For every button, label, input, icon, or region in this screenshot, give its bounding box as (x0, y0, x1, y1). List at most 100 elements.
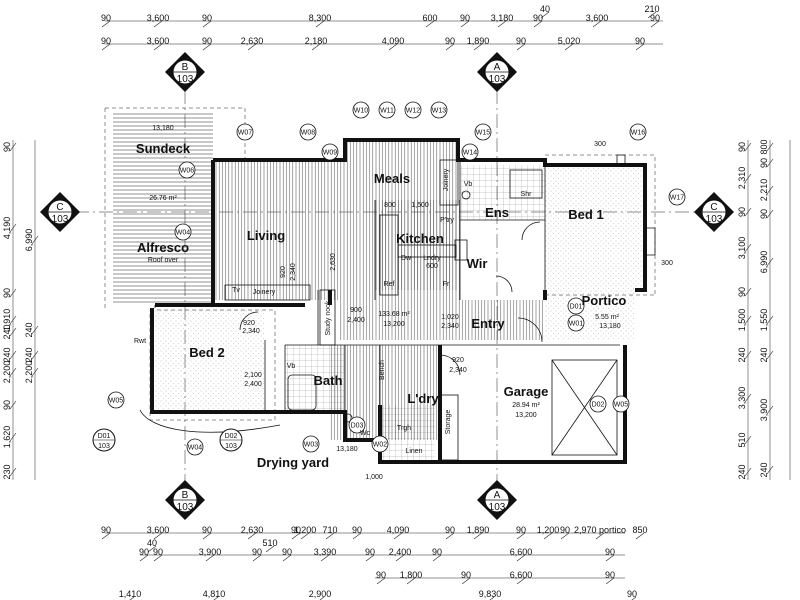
dim-top1-label: 90 (460, 13, 470, 23)
dimension-tick (31, 235, 39, 245)
dim-right1-label: 90 (737, 142, 747, 152)
dimension-tick (744, 243, 752, 253)
dim-left2-label: 240 (24, 322, 34, 337)
dim-bot1-label: 90 (101, 525, 111, 535)
dimension-tick (460, 20, 470, 28)
fixture-vb-ens: Vb (464, 181, 473, 188)
room-garage: Garage (504, 384, 549, 399)
room-drying-yard: Drying yard (257, 455, 329, 470)
dim-bot2-label: 90 (365, 547, 375, 557)
dim-right1-label: 3,300 (737, 387, 747, 410)
dimension-tick (9, 467, 17, 477)
dimension-tick (139, 554, 149, 562)
inner-dimension-label: 1,020 (441, 314, 459, 321)
sundeck-level: 13,180 (152, 125, 174, 132)
dimension-tick (291, 532, 301, 540)
dim-bot1-label: 90 (516, 525, 526, 535)
portico-floor (545, 290, 635, 340)
dim-bot2-label: 90 (432, 547, 442, 557)
dim-right1-label: 1,500 (737, 309, 747, 332)
marker-d02 (219, 428, 243, 452)
room-bed2: Bed 2 (189, 345, 224, 360)
dimension-tick (766, 142, 774, 152)
room-bed1: Bed 1 (568, 207, 603, 222)
fixture-study-nook: Study nook (325, 300, 332, 336)
fixture-trough: Trgh (397, 425, 411, 432)
room-kitchen: Kitchen (396, 231, 444, 246)
dimension-tick (744, 173, 752, 183)
room-ens: Ens (485, 205, 509, 220)
dimension-tick (320, 554, 330, 562)
marker-d01 (92, 428, 116, 452)
dim-top2-label: 90 (516, 36, 526, 46)
dimension-tick (9, 432, 17, 442)
dim-top2-label: 1,890 (467, 36, 490, 46)
window-tag-circle (107, 391, 125, 409)
dim-top2-label: 2,180 (305, 36, 328, 46)
fixture-rwt: Rwt (134, 338, 146, 345)
marker-d01-letter: D01 (98, 433, 111, 440)
dimension-tick (205, 554, 215, 562)
dim-bot1-label: 90 (202, 525, 212, 535)
window-tag-circle (321, 143, 339, 161)
dimension-tick (744, 393, 752, 403)
sundeck-area (113, 111, 213, 305)
dim-right2-label: 90 (759, 158, 769, 168)
dimension-tick (252, 554, 262, 562)
dim-right1-label: 240 (737, 347, 747, 362)
dimension-tick (489, 596, 495, 600)
window-tag-label: W13 (432, 108, 447, 115)
dimension-tick (365, 554, 375, 562)
dim-right2-label: 90 (759, 209, 769, 219)
marker-b-bottom-sheet: 103 (177, 502, 194, 513)
inner-dimension-label: 2,400 (244, 381, 262, 388)
dim-top2-label: 3,600 (147, 36, 170, 46)
window-tag-circle (474, 123, 492, 141)
dimension-tick (31, 367, 39, 377)
dimension-tick (744, 350, 752, 360)
dim-bot2-label: 90 (282, 547, 292, 557)
room-meals: Meals (374, 171, 410, 186)
inner-dimension-label: 2,630 (330, 253, 337, 271)
window-tag-label: W08 (301, 130, 316, 137)
dimension-tick (153, 43, 163, 51)
dim-right1-label: 510 (737, 432, 747, 447)
fixture-wc: Wc (360, 430, 371, 437)
window-tag-circle (186, 438, 204, 456)
dimension-tick (650, 20, 660, 28)
dim-right1-label: 3,100 (737, 237, 747, 260)
drying-yard-level: 13,180 (336, 446, 358, 453)
window-tag-circle (567, 297, 585, 315)
dimension-tick (744, 467, 752, 477)
dimension-tick (31, 350, 39, 360)
marker-a-top (477, 52, 517, 92)
dimension-tick (425, 20, 435, 28)
dim-right1-label: 90 (737, 207, 747, 217)
dimension-tick (445, 532, 455, 540)
bed2-carpet (155, 310, 265, 410)
dim-bot2-label: 90 (153, 547, 163, 557)
dimension-tick (265, 545, 275, 553)
window-tag-label: W02 (373, 442, 388, 449)
dimension-tick (9, 223, 17, 233)
garage-level: 13,200 (515, 412, 537, 419)
dimension-tick (473, 532, 483, 540)
dimension-right (747, 140, 791, 480)
dim-bot1-label: 90 (445, 525, 455, 535)
fixture-tv: Tv (232, 287, 240, 294)
dimension-tick (516, 43, 526, 51)
dim-bot1-label: 90 (560, 525, 570, 535)
dimension-tick (325, 532, 335, 540)
inner-dimension-label: 920 (243, 320, 255, 327)
dim-left2-label: 6,990 (24, 229, 34, 252)
dim-bot1-label: 3,600 (147, 525, 170, 535)
dimension-tick (744, 315, 752, 325)
dimension-tick (9, 142, 17, 152)
dimension-tick (647, 11, 657, 19)
window-tag-label: W01 (569, 321, 584, 328)
marker-a-top-letter: A (494, 62, 501, 73)
window-tag-circle (174, 223, 192, 241)
inner-dimension-label: 800 (384, 202, 396, 209)
marker-b-bottom-letter: B (182, 490, 189, 501)
window-tag-label: W04 (176, 230, 191, 237)
